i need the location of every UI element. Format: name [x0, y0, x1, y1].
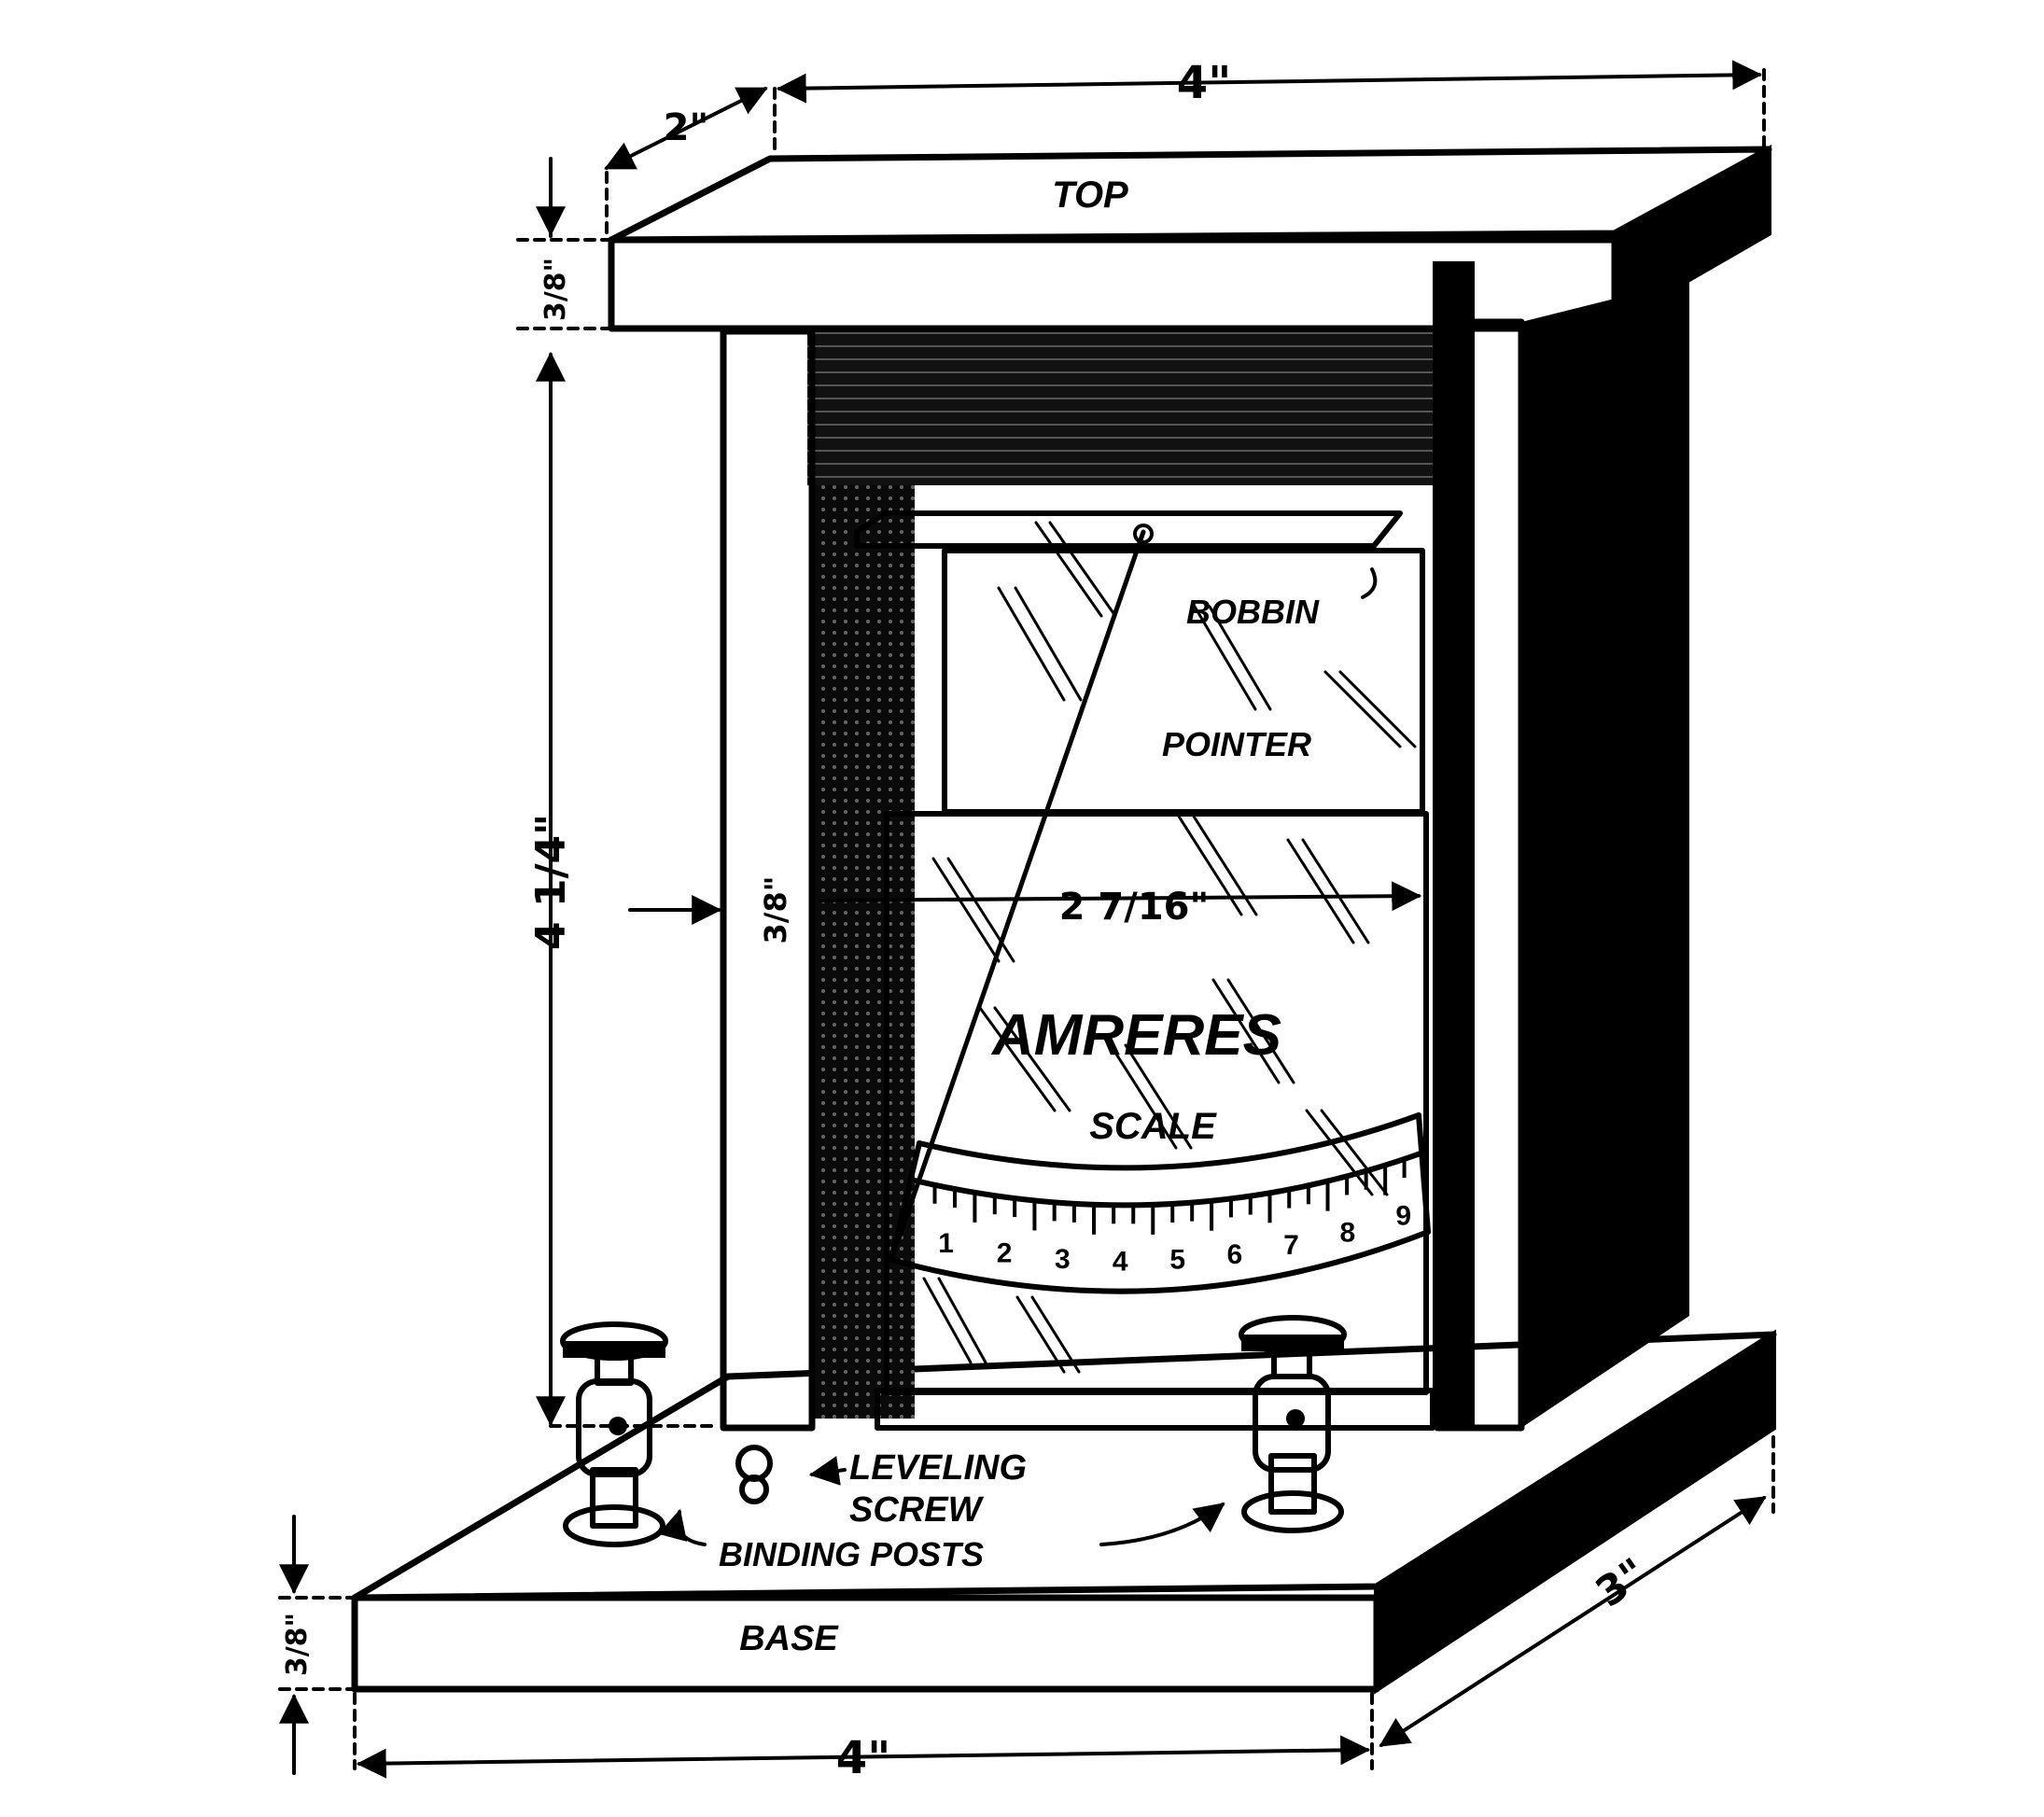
scale-number: 5	[1169, 1245, 1185, 1276]
scale-number: 1	[938, 1228, 954, 1259]
binding-post-left	[560, 1321, 668, 1547]
pointer-needle	[895, 524, 1154, 1244]
dim-inner-width: 2 7/16"	[1059, 886, 1210, 929]
dim-top-depth: 2"	[664, 106, 709, 149]
scale-number: 6	[1226, 1239, 1242, 1270]
label-top: TOP	[1052, 175, 1128, 216]
label-binding-posts: BINDING POSTS	[719, 1535, 984, 1573]
scale-number: 3	[1055, 1244, 1071, 1275]
label-leveling: LEVELING	[849, 1448, 1027, 1488]
top-board	[608, 144, 1772, 332]
label-amperes: AMRERES	[990, 1003, 1281, 1068]
scale-numbers: 1 2 3 4 5 6 7 8 9	[938, 1200, 1411, 1277]
scale-number: 9	[1395, 1200, 1411, 1231]
label-screw: SCREW	[849, 1490, 985, 1530]
right-side-panel	[1521, 280, 1689, 1428]
glass-reflection	[922, 521, 1417, 1374]
label-bobbin: BOBBIN	[1186, 593, 1320, 631]
dimension-lines	[278, 60, 1775, 1779]
dim-top-width: 4"	[1177, 57, 1231, 109]
binding-post-right	[1239, 1315, 1347, 1533]
scale-number: 4	[1113, 1246, 1128, 1277]
scale-card	[875, 811, 1435, 1431]
scale-ticks	[932, 1159, 1407, 1235]
scale-number: 7	[1283, 1230, 1299, 1261]
dim-base-width: 4"	[836, 1732, 890, 1784]
label-base: BASE	[739, 1619, 839, 1658]
scale-number: 8	[1339, 1217, 1355, 1248]
bobbin	[854, 510, 1425, 815]
dim-base-thickness: 3/8"	[281, 1613, 314, 1676]
dim-height: 4 1/4"	[527, 814, 575, 950]
dim-top-thickness: 3/8"	[539, 258, 572, 321]
leveling-screw	[735, 1445, 773, 1504]
scale-number: 2	[997, 1238, 1013, 1269]
label-pointer: POINTER	[1162, 725, 1311, 763]
right-pillar	[1434, 318, 1525, 1432]
dim-side-thickness: 3/8"	[758, 876, 793, 944]
label-scale: SCALE	[1089, 1106, 1217, 1147]
